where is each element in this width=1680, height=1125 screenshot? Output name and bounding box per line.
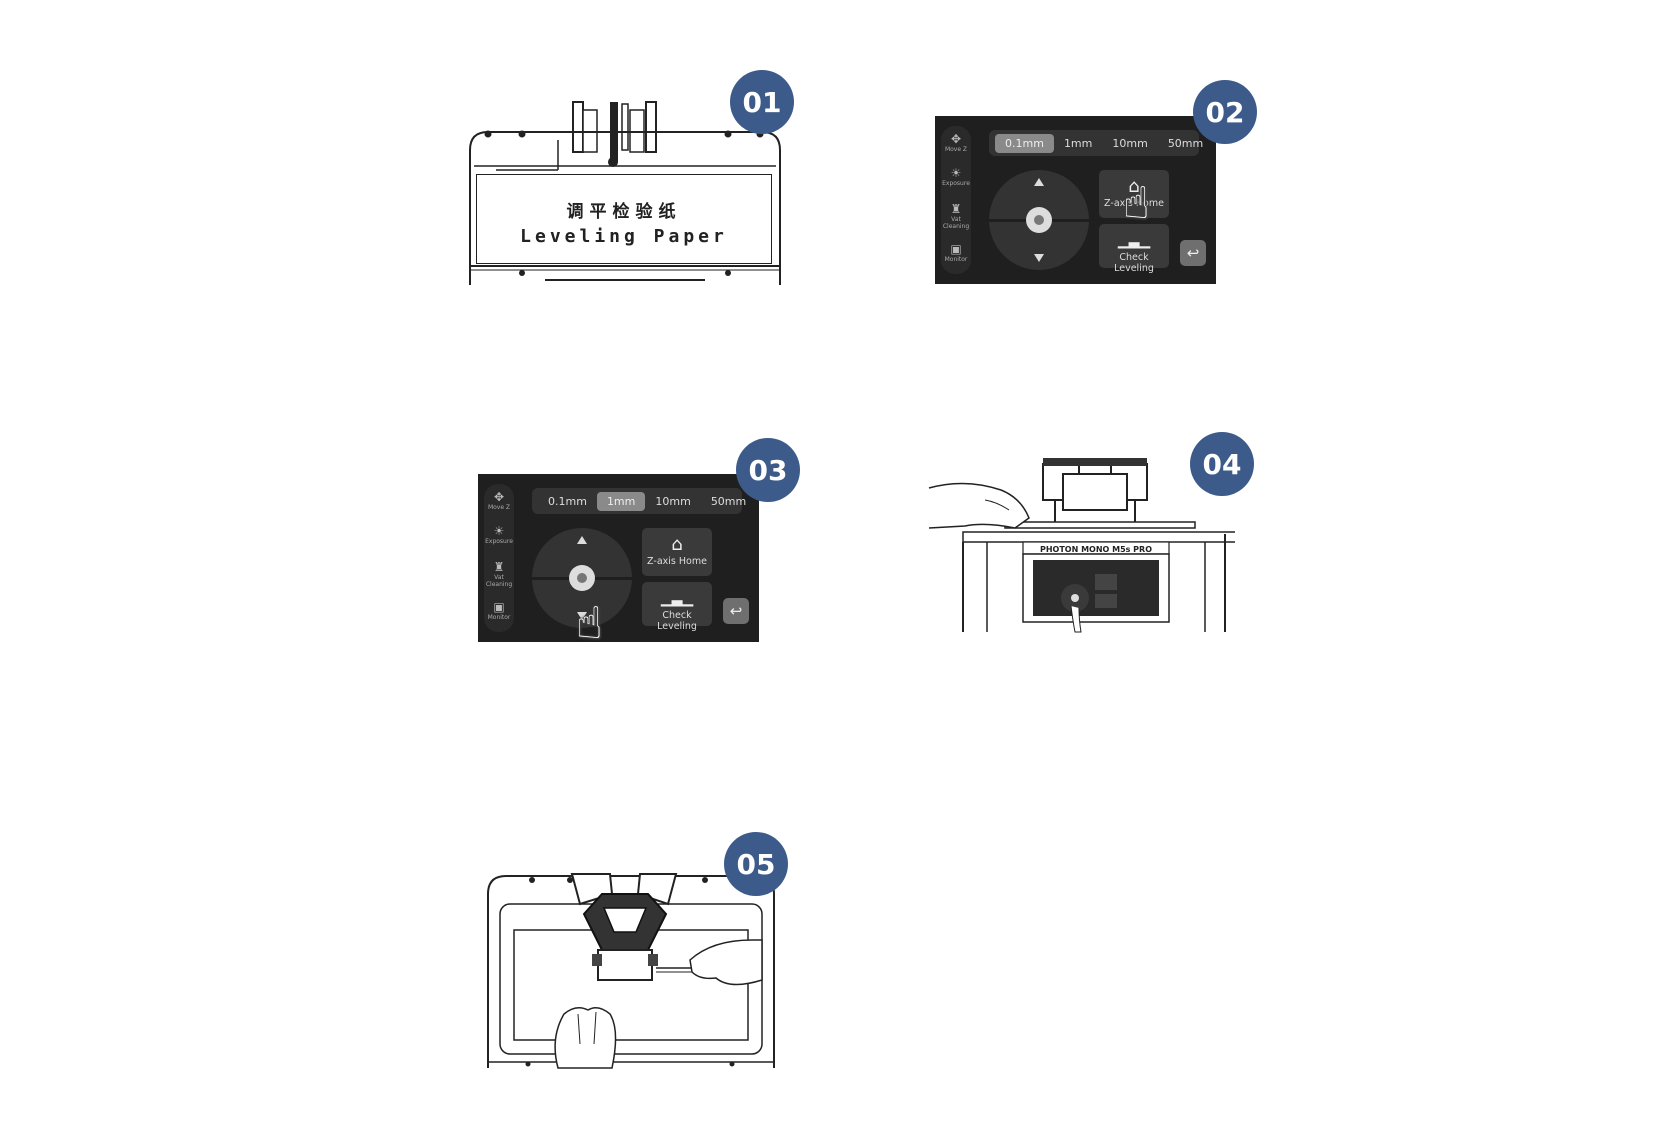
z-axis-home-button[interactable]: ⌂ Z-axis Home (1099, 170, 1169, 218)
leveling-paper-en: Leveling Paper (520, 226, 728, 247)
z-jog-wheel[interactable] (532, 528, 632, 628)
home-icon: ⌂ (671, 534, 683, 555)
monitor-icon: ▣ (493, 600, 505, 614)
touch-screen-02: ✥Move Z ☀Exposure ♜Vat Cleaning ▣Monitor… (935, 116, 1216, 284)
arrow-down-icon[interactable] (1034, 254, 1044, 262)
step-badge-01: 01 (730, 70, 794, 134)
back-icon[interactable]: ↩ (723, 598, 749, 624)
z-axis-home-button[interactable]: ⌂ Z-axis Home (642, 528, 712, 576)
step-05: 05 (480, 832, 820, 1069)
move-z-icon: ✥ (950, 132, 962, 146)
leveling-check-illustration (487, 873, 775, 1069)
side-rail: ✥Move Z ☀Exposure ♜Vat Cleaning ▣Monitor (484, 484, 514, 632)
step-02: ✥Move Z ☀Exposure ♜Vat Cleaning ▣Monitor… (935, 80, 1257, 290)
vat-cleaning-icon: ♜ (493, 560, 505, 574)
leveling-paper: 调平检验纸 Leveling Paper (476, 174, 772, 264)
jog-knob[interactable] (569, 565, 595, 591)
move-z-icon: ✥ (493, 490, 505, 504)
rail-move-z[interactable]: ✥Move Z (941, 132, 971, 153)
step-0.1mm[interactable]: 0.1mm (995, 133, 1054, 153)
back-icon[interactable]: ↩ (1180, 240, 1206, 266)
exposure-icon: ☀ (950, 166, 962, 180)
rail-monitor[interactable]: ▣Monitor (941, 242, 971, 263)
step-50mm[interactable]: 50mm (1167, 136, 1204, 150)
vat-cleaning-icon: ♜ (950, 202, 962, 216)
touch-screen-03: ✥Move Z ☀Exposure ♜Vat Cleaning ▣Monitor… (478, 474, 759, 646)
rail-move-z[interactable]: ✥Move Z (484, 490, 514, 511)
arrow-down-icon[interactable] (577, 612, 587, 620)
exposure-icon: ☀ (493, 524, 505, 538)
check-leveling-button[interactable]: ▁▃▁ Check Leveling (1099, 224, 1169, 274)
printer-front-illustration: PHOTON MONO M5s PRO (928, 458, 1235, 633)
rail-vat-cleaning[interactable]: ♜Vat Cleaning (942, 202, 970, 230)
step-50mm[interactable]: 50mm (710, 494, 747, 508)
rail-exposure[interactable]: ☀Exposure (485, 524, 513, 545)
step-1mm[interactable]: 1mm (596, 491, 646, 511)
pointing-hand-icon: ☝ (1123, 178, 1150, 229)
step-03: ✥Move Z ☀Exposure ♜Vat Cleaning ▣Monitor… (478, 438, 808, 648)
z-jog-wheel[interactable] (989, 170, 1089, 270)
step-badge-03: 03 (736, 438, 800, 502)
step-01: 调平检验纸 Leveling Paper 01 (460, 70, 800, 290)
step-1mm[interactable]: 1mm (1063, 136, 1093, 150)
step-04: PHOTON MONO M5s PRO 04 (925, 432, 1265, 652)
side-rail: ✥Move Z ☀Exposure ♜Vat Cleaning ▣Monitor (941, 126, 971, 274)
jog-knob[interactable] (1026, 207, 1052, 233)
arrow-up-icon[interactable] (1034, 178, 1044, 186)
home-icon: ⌂ (1128, 176, 1140, 197)
step-10mm[interactable]: 10mm (655, 494, 691, 508)
step-badge-05: 05 (724, 832, 788, 896)
step-0.1mm[interactable]: 0.1mm (548, 494, 587, 508)
leveling-icon: ▁▃▁ (1117, 233, 1151, 249)
step-badge-02: 02 (1193, 80, 1257, 144)
arrow-up-icon[interactable] (577, 536, 587, 544)
leveling-paper-cn: 调平检验纸 (566, 202, 682, 222)
check-leveling-button[interactable]: ▁▃▁ Check Leveling (642, 582, 712, 632)
monitor-icon: ▣ (950, 242, 962, 256)
step-badge-04: 04 (1190, 432, 1254, 496)
step-10mm[interactable]: 10mm (1112, 136, 1148, 150)
rail-vat-cleaning[interactable]: ♜Vat Cleaning (485, 560, 513, 588)
rail-monitor[interactable]: ▣Monitor (484, 600, 514, 621)
pointing-hand-icon: ☝ (576, 598, 603, 649)
leveling-icon: ▁▃▁ (660, 591, 694, 607)
printer-label: PHOTON MONO M5s PRO (1040, 545, 1152, 554)
step-size-bar: 0.1mm 1mm 10mm 50mm (532, 488, 746, 514)
step-size-bar: 0.1mm 1mm 10mm 50mm (989, 130, 1203, 156)
rail-exposure[interactable]: ☀Exposure (942, 166, 970, 187)
